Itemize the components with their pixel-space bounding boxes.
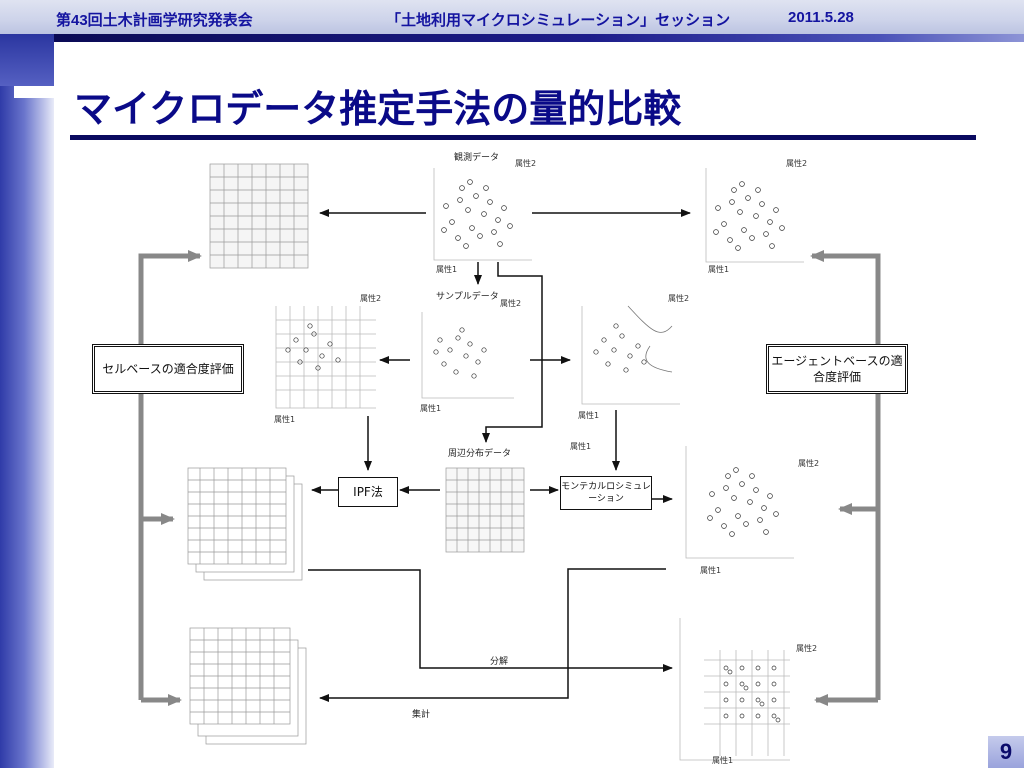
page-number: 9 [988,736,1024,768]
cell-attr1-label: 属性1 [274,415,296,424]
table-top-left [209,163,309,269]
cell-attr2-label: 属性2 [360,294,382,303]
scatter-axes [275,168,804,761]
decomp-attr2-label: 属性2 [796,644,818,653]
session-date: 2011.5.28 [788,9,854,26]
header-bar [0,0,1024,34]
header-underline [54,34,1024,42]
observed-attr2-label: 属性2 [515,159,537,168]
cell-eval-box: セルベースの適合度評価 [92,344,244,394]
left-accent-block [0,34,54,86]
monte-carlo-box: モンテカルロシミュレーション [560,476,652,510]
agent-eval-box: エージェントベースの適合度評価 [766,344,908,394]
marginal-data-label: 周辺分布データ [448,449,512,459]
slide-title: マイクロデータ推定手法の量的比較 [74,87,682,131]
observed-attr1-label: 属性1 [436,265,458,274]
left-accent-gap [14,86,54,98]
fitted-curves [627,305,673,373]
sample-data-label: サンプルデータ [436,292,499,302]
flow-arrows [308,209,691,702]
scatter-points [285,179,785,723]
decompose-label: 分解 [490,657,509,667]
table-stack-middle [187,467,303,581]
agent-eval-bracket [810,250,881,706]
title-underline [70,135,976,140]
agent-top-attr2-label: 属性2 [786,159,808,168]
table-stack-bottom [189,627,307,745]
aggregate-label: 集計 [412,710,431,720]
table-marginal [445,467,525,553]
fitted-attr2-label: 属性2 [668,294,690,303]
agent-top-attr1-label: 属性1 [708,265,730,274]
sample-attr1-label: 属性1 [420,404,442,413]
left-gradient-bar [0,34,54,768]
ipf-box: IPF法 [338,477,398,507]
sample-attr2-label: 属性2 [500,299,522,308]
conference-name: 第43回土木計画学研究発表会 [56,12,253,29]
mc-attr1-label: 属性1 [700,566,722,575]
fitted-attr1-label-2: 属性1 [570,442,592,451]
cell-eval-bracket [138,250,202,706]
observed-data-label: 観測データ [454,153,500,163]
fitted-attr1-label: 属性1 [578,411,600,420]
mc-attr2-label: 属性2 [798,459,820,468]
decomp-attr1-label: 属性1 [712,756,734,765]
session-name: 「土地利用マイクロシミュレーション」セッション [386,12,731,29]
